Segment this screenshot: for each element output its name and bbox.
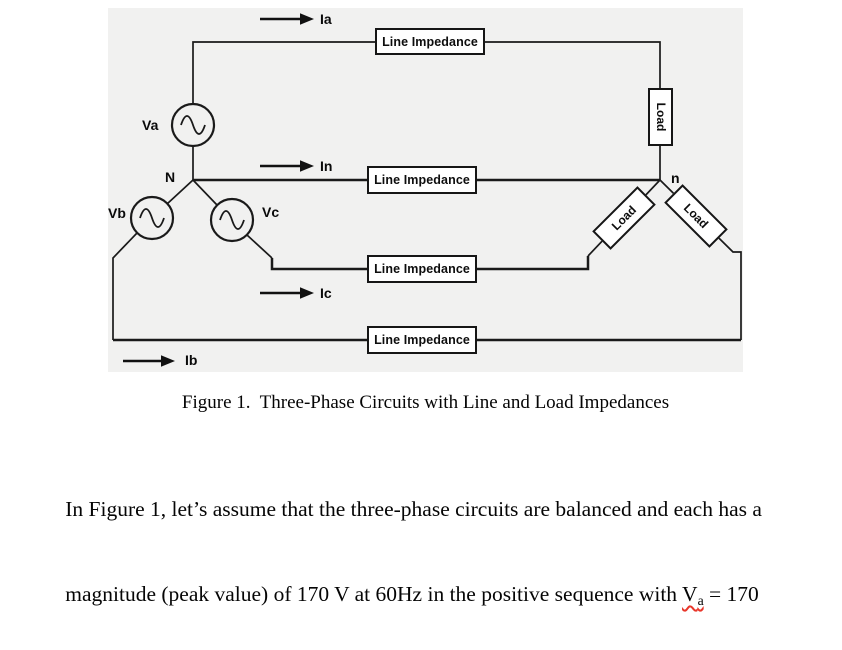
node-label-source-neutral: N xyxy=(165,169,176,185)
current-label-ic: Ic xyxy=(320,285,332,301)
load-box-a-label: Load xyxy=(653,102,668,132)
figure-panel: Line Impedance Line Impedance Line Imped… xyxy=(108,8,743,372)
wire-N-to-vb xyxy=(166,179,194,205)
line-impedance-box-n: Line Impedance xyxy=(367,166,477,194)
problem-line-1-text: In Figure 1, let’s assume that the three… xyxy=(65,496,762,521)
current-arrow-ic xyxy=(260,287,314,299)
line-impedance-box-b: Line Impedance xyxy=(367,326,477,354)
line-impedance-box-c: Line Impedance xyxy=(367,255,477,283)
problem-line-2-text: magnitude (peak value) of 170 V at 60Hz … xyxy=(65,582,683,606)
source-label-vc: Vc xyxy=(262,204,280,220)
ac-source-vb xyxy=(129,195,175,241)
wire-vc-down xyxy=(246,234,273,259)
wire-phase-a-left xyxy=(192,41,375,104)
va-subscript: a xyxy=(697,593,704,609)
source-label-va: Va xyxy=(142,117,159,133)
node-label-load-neutral: n xyxy=(671,170,680,186)
figure-caption: Figure 1. Three-Phase Circuits with Line… xyxy=(181,392,670,413)
wire-phase-c-left xyxy=(270,258,367,271)
current-label-ib: Ib xyxy=(185,352,198,368)
wire-phase-a-right xyxy=(485,41,661,88)
va-symbol: V xyxy=(682,582,698,606)
problem-statement: In Figure 1, let’s assume that the three… xyxy=(33,466,833,650)
load-box-a: Load xyxy=(648,88,673,146)
wire-phase-c-right xyxy=(477,256,590,271)
problem-line-2: magnitude (peak value) of 170 V at 60Hz … xyxy=(33,552,833,641)
problem-line-3: V ∠0o. The line impedance is (1 + j10) Ω… xyxy=(33,643,833,650)
current-label-in: In xyxy=(320,158,333,174)
circuit-wires xyxy=(112,13,742,367)
problem-line-1: In Figure 1, let’s assume that the three… xyxy=(33,466,833,552)
ac-source-vc xyxy=(209,197,255,243)
wire-phase-b-left xyxy=(112,232,138,340)
source-label-vb: Vb xyxy=(108,205,126,221)
problem-line-2-tail: = 170 xyxy=(703,582,759,606)
current-arrow-in xyxy=(260,160,314,172)
current-arrow-ib xyxy=(123,355,175,367)
current-label-ia: Ia xyxy=(320,11,332,27)
va-term-misspelled: Va xyxy=(682,582,704,609)
current-arrow-ia xyxy=(260,13,314,25)
line-impedance-box-a: Line Impedance xyxy=(375,28,485,55)
ac-source-va xyxy=(170,102,216,148)
wire-N-to-vc xyxy=(192,179,218,206)
